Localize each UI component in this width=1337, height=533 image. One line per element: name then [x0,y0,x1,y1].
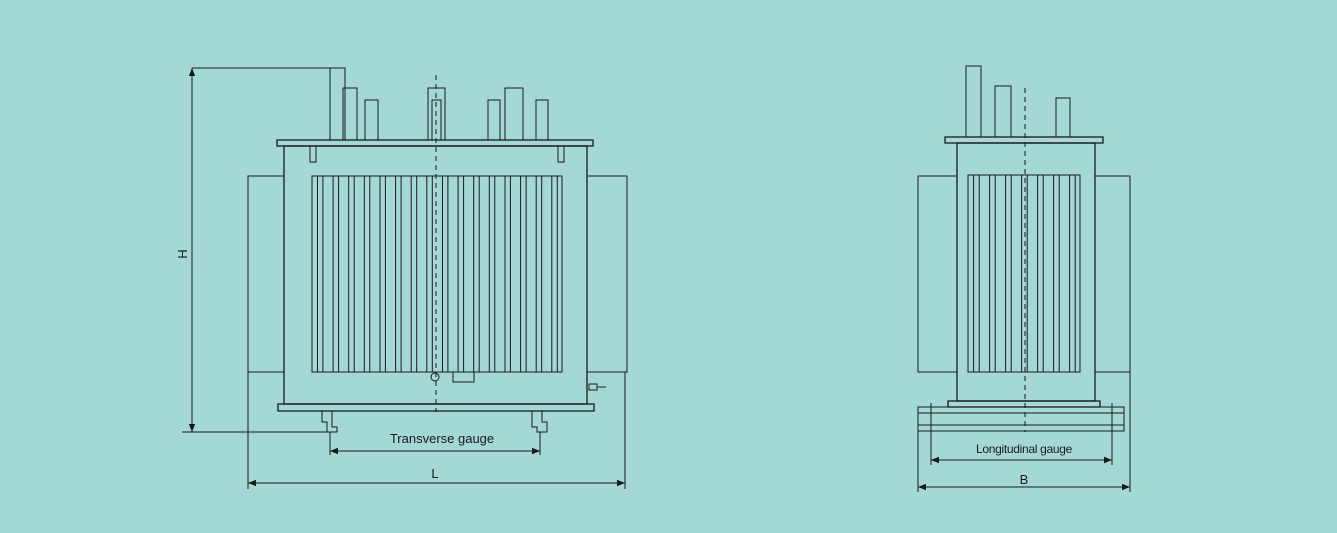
side-wheel-frame [917,406,1125,432]
side-view: Longitudinal gauge B [917,65,1131,492]
front-radiator-fins [311,175,563,373]
height-label: H [175,249,190,258]
side-box-right [1094,175,1131,373]
length-label: L [431,466,438,481]
transverse-gauge-label: Transverse gauge [390,431,494,446]
side-box-left [917,175,958,373]
front-side-box-left [247,175,285,373]
side-radiator-fins [967,174,1081,373]
width-label: B [1020,472,1029,487]
front-foot-right [531,411,548,433]
front-drain-valve [430,372,440,382]
front-view: H Transverse gauge L [175,67,628,489]
front-side-box-right [586,175,628,373]
front-foot-left [321,411,338,433]
front-nameplate [452,371,475,383]
longitudinal-gauge-label: Longitudinal gauge [976,442,1073,456]
